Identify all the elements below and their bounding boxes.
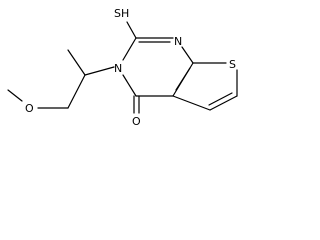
bond-sh-c2 <box>126 21 137 39</box>
bond-n3-ch <box>84 66 115 76</box>
chemical-structure-diagram: SH N N S O O <box>7 7 238 128</box>
bonds <box>7 21 238 114</box>
atom-o-ether: O <box>25 102 34 115</box>
bond-n3-c4 <box>122 74 137 97</box>
bond-c5-c4a <box>172 95 211 111</box>
atom-sh: SH <box>114 7 129 20</box>
bond-c6-c5 <box>209 95 238 111</box>
atom-s-ring: S <box>229 58 236 71</box>
bond-ch-ch2 <box>67 74 86 109</box>
atom-n3: N <box>114 62 122 75</box>
bond-o-methyl <box>7 89 23 102</box>
bond-c2-n3 <box>122 37 137 61</box>
atom-n1: N <box>174 35 182 48</box>
bond-ch-methyl <box>67 49 86 76</box>
bond-c4a-c7a-double <box>175 67 191 91</box>
atom-labels: SH N N S O O <box>25 7 236 128</box>
atom-o-ketone: O <box>132 115 141 128</box>
bond-n1-c7a <box>181 46 194 64</box>
bond-c6-c5-double <box>208 92 233 106</box>
